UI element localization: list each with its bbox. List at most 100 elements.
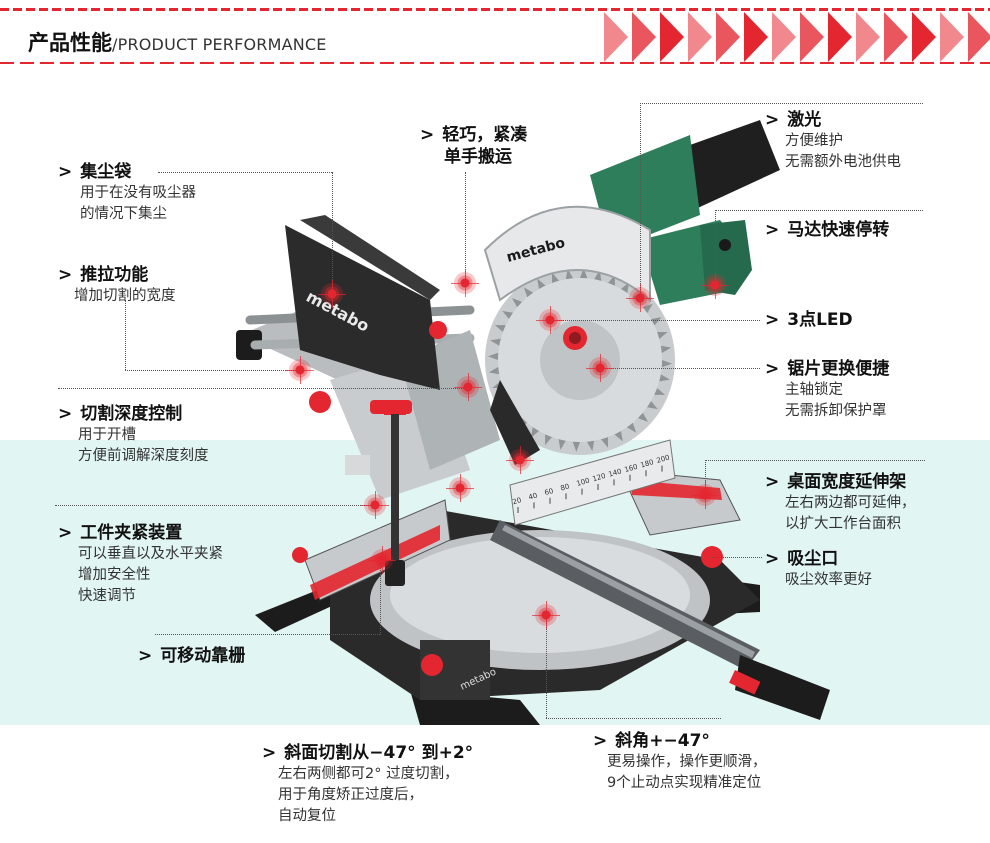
header-chevron-pattern <box>604 12 990 62</box>
blade-tooth <box>654 388 666 395</box>
arrow-icon: > <box>765 472 780 492</box>
blade-tooth <box>659 374 670 382</box>
leader-fence-v <box>380 560 381 635</box>
feature-desc: 吸尘效率更好 <box>785 572 872 588</box>
blade-tooth <box>601 437 609 448</box>
leader-fence-h <box>155 634 380 635</box>
feature-title: 轻巧，紧凑 <box>442 125 528 145</box>
arrow-icon: > <box>262 743 277 763</box>
feature-title: 桌面宽度延伸架 <box>787 472 907 492</box>
leader-dust-bag-v <box>332 172 333 292</box>
feature-title: 斜面切割从−47° 到+2° <box>284 743 474 763</box>
blade-tooth <box>651 317 662 326</box>
blade-tooth <box>558 439 566 450</box>
leader-push-pull-h <box>125 370 300 371</box>
blade-tooth <box>637 412 649 422</box>
chevron-right-icon <box>912 12 936 62</box>
feature-title: 工件夹紧装置 <box>80 523 183 543</box>
leader-clamp-h <box>55 505 375 506</box>
ruler-tick-label: 200 <box>656 454 671 465</box>
chevron-right-icon <box>716 12 740 62</box>
arrow-icon: > <box>765 310 780 330</box>
ruler-tick-label: 40 <box>528 492 539 502</box>
feature-title: 马达快速停转 <box>787 220 890 240</box>
ruler-tick-label: 100 <box>576 477 591 488</box>
ruler-tick-label: 140 <box>608 467 623 478</box>
page-title-sep: / <box>112 35 118 54</box>
feature-desc: 用于开槽 <box>78 427 136 443</box>
feature-light: >轻巧，紧凑 单手搬运 <box>420 124 527 168</box>
chevron-right-icon <box>688 12 712 62</box>
ruler-tick-label: 160 <box>624 463 639 474</box>
blade-tooth <box>545 434 552 446</box>
feature-desc: 9个止动点实现精准定位 <box>607 775 762 791</box>
feature-desc: 用于角度矫正过度后， <box>278 787 423 803</box>
blade-tooth <box>614 431 623 442</box>
blade-assembly: metabo <box>483 205 675 465</box>
chevron-right-icon <box>884 12 908 62</box>
blade-tooth <box>551 272 559 283</box>
feature-desc: 无需拆卸保护罩 <box>785 403 887 419</box>
leader-dust-port-h <box>712 557 762 558</box>
ruler-tick-label: 120 <box>592 472 607 483</box>
leader-miter-v <box>546 615 547 718</box>
header-bottom-stripe <box>0 62 990 64</box>
feature-miter: > 斜角+−47° 更易操作，操作更顺滑， 9个止动点实现精准定位 <box>593 730 767 794</box>
arrow-icon: > <box>765 110 780 130</box>
chevron-right-icon <box>632 12 656 62</box>
blade-tooth <box>657 331 668 339</box>
blade-tooth <box>660 345 672 354</box>
leader-light-v <box>465 172 466 282</box>
blade-tooth <box>537 278 546 289</box>
leader-miter-h <box>546 718 721 719</box>
feature-desc: 无需额外电池供电 <box>785 154 901 170</box>
feature-title: 可移动靠栅 <box>160 646 246 666</box>
chevron-right-icon <box>828 12 852 62</box>
blade-tooth <box>626 422 637 433</box>
leader-laser-v <box>640 103 641 298</box>
page-header: 产品性能/PRODUCT PERFORMANCE <box>0 0 990 70</box>
chevron-right-icon <box>940 12 964 62</box>
feature-desc: 自动复位 <box>278 808 336 824</box>
feature-desc: 的情况下集尘 <box>80 206 167 222</box>
feature-desc: 更易操作，操作更顺滑， <box>607 754 767 770</box>
page-title-cn: 产品性能 <box>28 31 112 55</box>
feature-title: 斜角+−47° <box>615 731 710 751</box>
blade-tooth <box>488 352 499 360</box>
arrow-icon: > <box>58 265 73 285</box>
feature-motor-brake: > 马达快速停转 <box>765 219 889 241</box>
chevron-right-icon <box>800 12 824 62</box>
blade-tooth <box>580 268 588 279</box>
chevron-right-icon <box>660 12 684 62</box>
blade-tooth <box>490 338 501 346</box>
leader-push-pull-v <box>125 300 126 370</box>
page-title: 产品性能/PRODUCT PERFORMANCE <box>28 27 327 57</box>
saw-base: metabo <box>255 469 760 725</box>
header-top-stripe <box>0 8 990 11</box>
feature-push-pull: >推拉功能 增加切割的宽度 <box>58 264 176 307</box>
feature-table-ext: >桌面宽度延伸架 左右两边都可延伸， 以扩大工作台面积 <box>765 471 916 535</box>
feature-desc: 方便维护 <box>785 133 843 149</box>
ruler-tick-label: 80 <box>560 482 571 492</box>
leader-laser-h <box>640 103 923 104</box>
blade-tooth <box>642 303 653 314</box>
feature-title: 3点LED <box>787 310 853 330</box>
page-title-en: PRODUCT PERFORMANCE <box>117 35 327 54</box>
feature-title: 切割深度控制 <box>80 404 183 424</box>
blade-tooth <box>511 298 523 308</box>
leader-depth-h <box>58 388 468 389</box>
arrow-icon: > <box>58 162 73 182</box>
feature-clamp: >工件夹紧装置 可以垂直以及水平夹紧 增加安全性 快速调节 <box>58 522 223 607</box>
arrow-icon: > <box>765 220 780 240</box>
dust-bag: metabo <box>285 215 447 390</box>
feature-title: 锯片更换便捷 <box>787 359 890 379</box>
feature-blade-change: >锯片更换便捷 主轴锁定 无需拆卸保护罩 <box>765 358 889 422</box>
feature-desc: 左右两边都可延伸， <box>785 495 916 511</box>
arrow-icon: > <box>138 646 153 666</box>
leader-led-h <box>550 320 760 321</box>
feature-dust-port: >吸尘口 吸尘效率更好 <box>765 548 872 591</box>
blade-tooth <box>661 360 672 368</box>
arrow-icon: > <box>593 731 608 751</box>
chevron-right-icon <box>744 12 768 62</box>
